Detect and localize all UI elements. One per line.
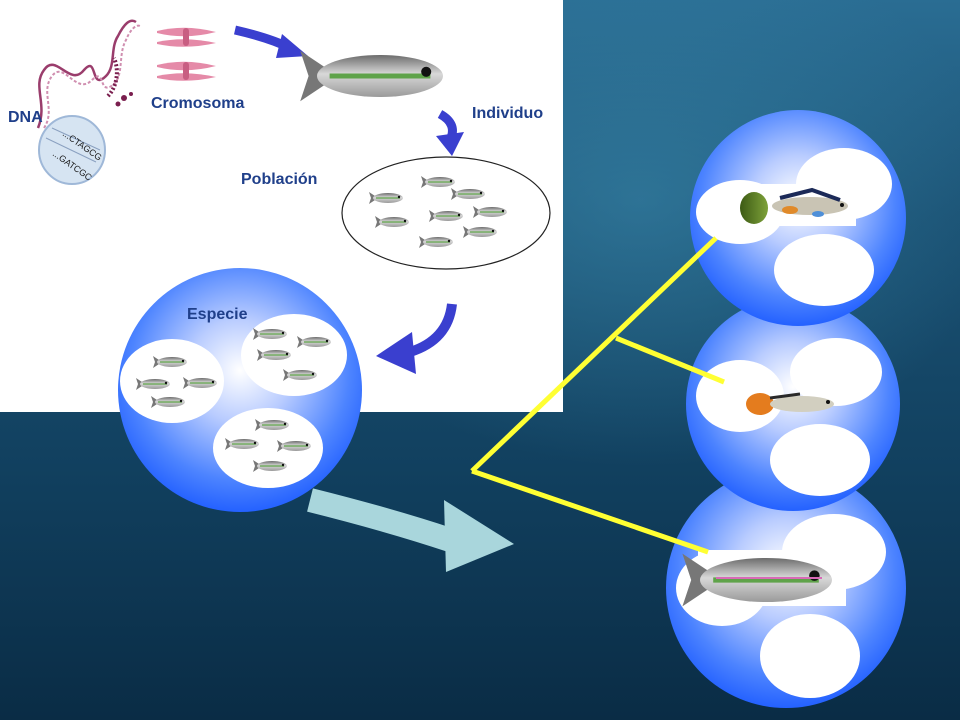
- guppy-fish-icon: [740, 187, 848, 224]
- guppy-fish-icon: [746, 392, 834, 415]
- species-group-2: [241, 314, 347, 396]
- species-sphere-1: [690, 110, 906, 326]
- population-ellipse: [341, 156, 551, 270]
- chromosome-label: Cromosoma: [151, 95, 245, 112]
- individual-fish-icon: [300, 51, 443, 101]
- population-label: Población: [241, 171, 318, 188]
- dna-helix-icon: [36, 19, 141, 129]
- species-group-1: [120, 339, 224, 423]
- dna-sequence-disc: ...CTAGCG ...GATCGC: [38, 115, 106, 185]
- arrow-to-speciation: [307, 488, 454, 552]
- arrow-head: [436, 132, 464, 156]
- arrow-head: [376, 332, 416, 374]
- arrow-to-species: [408, 303, 457, 357]
- individual-label: Individuo: [472, 105, 544, 122]
- dna-label: DNA: [8, 109, 43, 126]
- species-group-3: [213, 408, 323, 488]
- arrow-head: [444, 500, 514, 572]
- population-fish-group: [368, 175, 508, 249]
- arrow-head: [276, 34, 308, 58]
- species-label: Especie: [187, 306, 248, 323]
- chromosome-icon: [157, 27, 216, 81]
- phylogenetic-tree: [470, 236, 725, 555]
